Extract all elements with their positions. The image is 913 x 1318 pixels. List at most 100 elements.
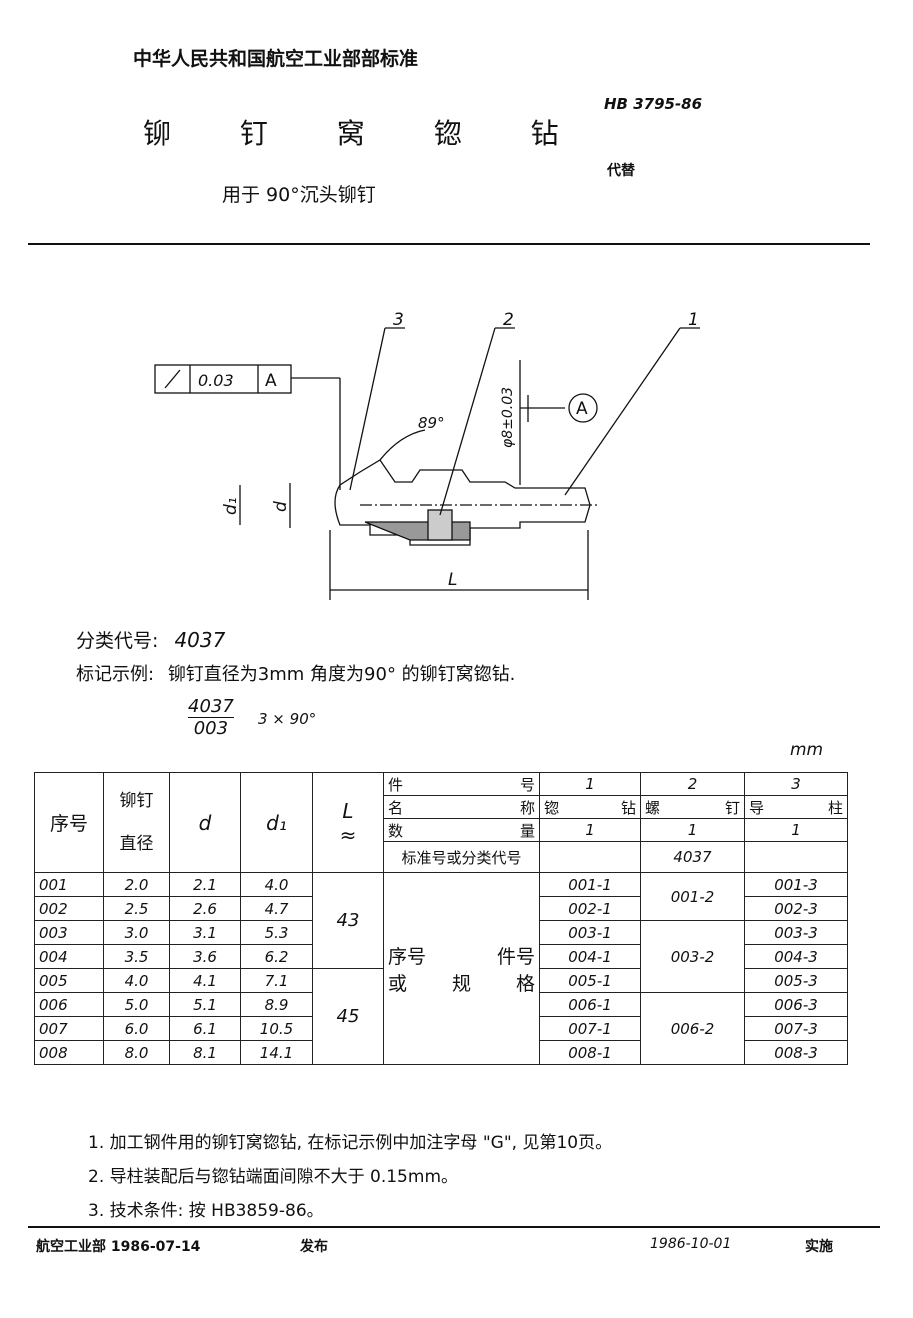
cell-d: 8.1: [169, 1040, 241, 1065]
spec-table: 序号 铆钉直径 d d₁ L≈ 件号 1 2 3 名称 锪钻 螺钉 导柱 数量 …: [34, 772, 848, 1065]
marking-example: 标记示例: 铆钉直径为3mm 角度为90° 的铆钉窝锪钻.: [76, 660, 515, 686]
cell-d: 5.1: [169, 992, 241, 1017]
part-2-qty: 1: [640, 818, 745, 842]
header-d1: d₁: [240, 772, 313, 873]
cell-part-3: 003-3: [744, 920, 848, 945]
cell-d1: 6.2: [240, 944, 313, 969]
cell-part-1: 005-1: [539, 968, 641, 993]
cell-rivet-dia: 6.0: [103, 1016, 170, 1041]
cell-seq: 008: [34, 1040, 104, 1065]
cell-seq: 002: [34, 896, 104, 921]
callout-1: 1: [688, 310, 699, 330]
cell-part-1: 007-1: [539, 1016, 641, 1041]
callout-2: 2: [503, 310, 514, 330]
footer-divider: [28, 1226, 880, 1228]
header-std-code: 标准号或分类代号: [383, 841, 540, 873]
runout-icon: [164, 369, 181, 389]
part-3-name: 导柱: [744, 795, 848, 819]
cell-part-3: 006-3: [744, 992, 848, 1017]
cell-part-1: 004-1: [539, 944, 641, 969]
cell-rivet-dia: 4.0: [103, 968, 170, 993]
cell-d1: 4.7: [240, 896, 313, 921]
marking-label: 标记示例:: [76, 664, 155, 685]
tolerance-frame: [154, 364, 292, 394]
classification: 分类代号: 4037: [76, 626, 225, 653]
document-title: 铆 钉 窝 锪 钻: [143, 117, 589, 150]
cell-d1: 4.0: [240, 872, 313, 897]
header-rivet-dia: 铆钉直径: [103, 772, 170, 873]
header-d: d: [169, 772, 241, 873]
part-3-qty: 1: [744, 818, 848, 842]
classification-code: 4037: [174, 628, 226, 652]
header-L: L≈: [312, 772, 384, 873]
cell-d1: 10.5: [240, 1016, 313, 1041]
cell-part-2: 003-2: [640, 920, 745, 993]
marking-fraction: 4037 003: [188, 696, 234, 739]
angle-label: 89°: [418, 414, 445, 432]
effective-label: 实施: [805, 1239, 833, 1255]
dim-d1: d₁: [221, 497, 241, 515]
issued-label: 发布: [300, 1239, 328, 1255]
part-2-name: 螺钉: [640, 795, 745, 819]
cell-rivet-dia: 3.5: [103, 944, 170, 969]
dim-d: d: [271, 501, 291, 512]
note-2: 2. 导柱装配后与锪钻端面间隙不大于 0.15mm。: [88, 1167, 458, 1187]
part-2-std: 4037: [640, 841, 745, 873]
cell-seq: 004: [34, 944, 104, 969]
cell-d: 4.1: [169, 968, 241, 993]
cell-part-2: 006-2: [640, 992, 745, 1065]
cell-part-1: 006-1: [539, 992, 641, 1017]
cell-rivet-dia: 2.0: [103, 872, 170, 897]
header-seq: 序号: [34, 772, 104, 873]
document-subtitle: 用于 90°沉头铆钉: [222, 184, 376, 206]
cell-d: 3.6: [169, 944, 241, 969]
cell-rivet-dia: 2.5: [103, 896, 170, 921]
datum-ref: A: [265, 371, 277, 391]
cell-L: 45: [312, 968, 384, 1065]
classification-label: 分类代号:: [76, 630, 159, 652]
cell-d: 3.1: [169, 920, 241, 945]
part-1-std: [539, 841, 641, 873]
cell-seq-part-or-spec: 序号件号或规格: [383, 872, 540, 1065]
header-part-no: 件号: [383, 772, 540, 796]
marking-denominator: 003: [193, 718, 229, 739]
cell-d1: 7.1: [240, 968, 313, 993]
issuer-date: 航空工业部 1986-07-14: [36, 1239, 201, 1255]
cell-d1: 5.3: [240, 920, 313, 945]
datum-circle: [568, 393, 598, 423]
part-1-no: 1: [539, 772, 641, 796]
datum-label: A: [576, 399, 588, 419]
cell-part-2: 001-2: [640, 872, 745, 921]
part-1-qty: 1: [539, 818, 641, 842]
unit-label: mm: [790, 740, 824, 760]
part-3-std: [744, 841, 848, 873]
cell-seq: 005: [34, 968, 104, 993]
header-name: 名称: [383, 795, 540, 819]
cell-d: 2.1: [169, 872, 241, 897]
cell-part-1: 002-1: [539, 896, 641, 921]
cell-part-3: 002-3: [744, 896, 848, 921]
cell-rivet-dia: 8.0: [103, 1040, 170, 1065]
cell-seq: 006: [34, 992, 104, 1017]
dim-L: L: [448, 570, 457, 590]
tolerance-value: 0.03: [198, 371, 234, 390]
cell-part-1: 003-1: [539, 920, 641, 945]
diameter-label: φ8±0.03: [500, 387, 516, 448]
part-1-name: 锪钻: [539, 795, 641, 819]
cell-rivet-dia: 3.0: [103, 920, 170, 945]
issuing-authority: 中华人民共和国航空工业部部标准: [133, 48, 419, 70]
cell-part-3: 004-3: [744, 944, 848, 969]
note-3: 3. 技术条件: 按 HB3859-86。: [88, 1201, 324, 1221]
callout-3: 3: [393, 310, 404, 330]
cell-seq: 003: [34, 920, 104, 945]
cell-d: 2.6: [169, 896, 241, 921]
cell-seq: 001: [34, 872, 104, 897]
cell-part-3: 001-3: [744, 872, 848, 897]
cell-d1: 14.1: [240, 1040, 313, 1065]
